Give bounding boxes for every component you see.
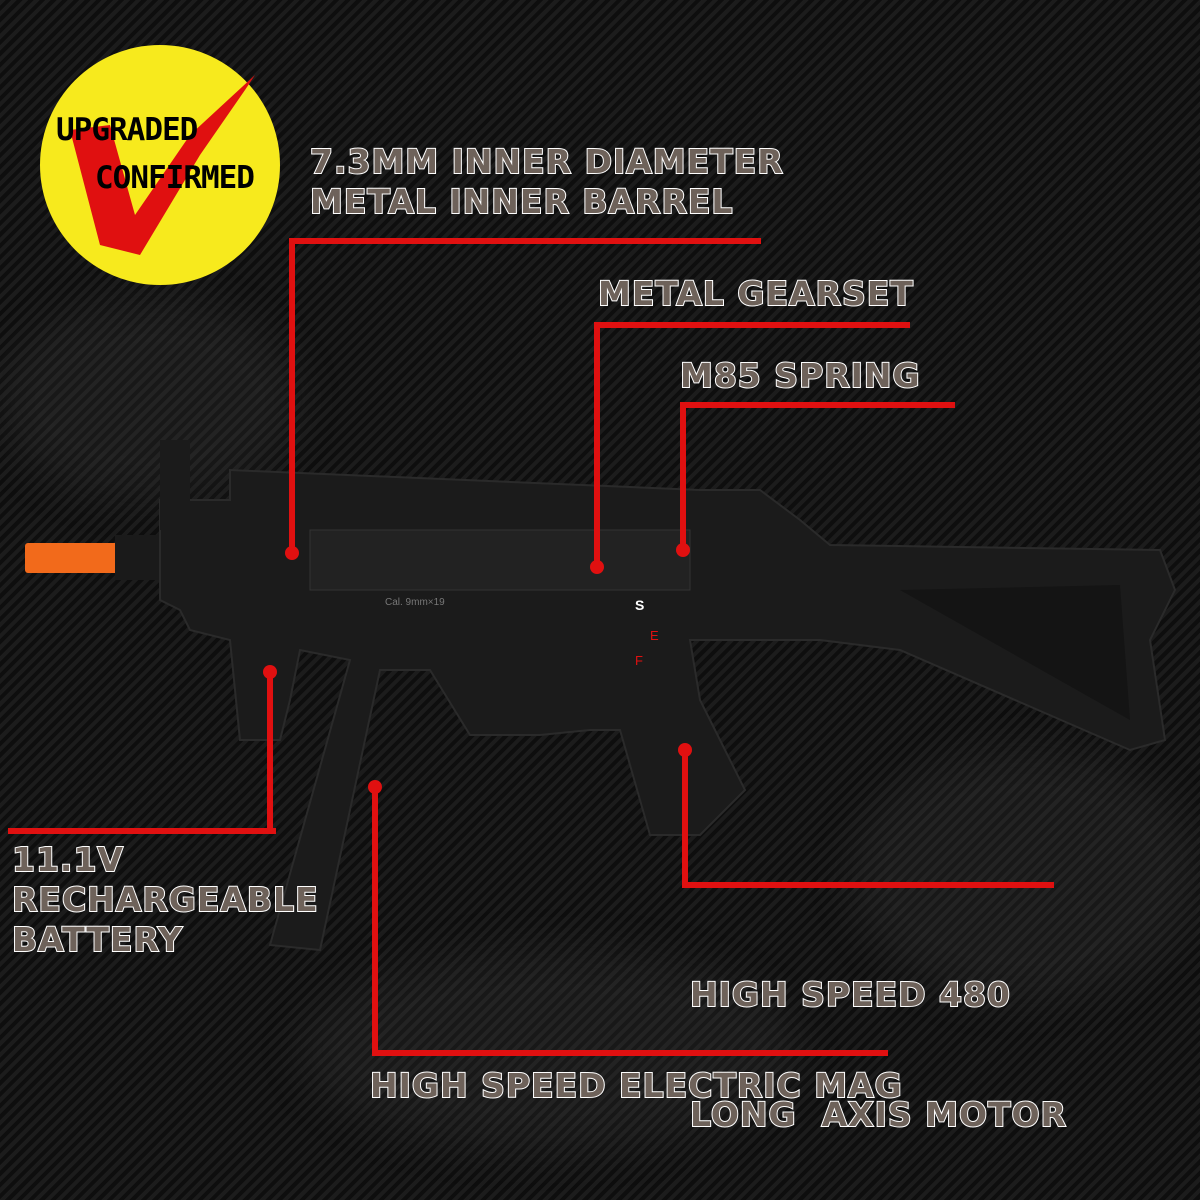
camo-pattern — [0, 300, 300, 500]
gearset-callout-label: METAL GEARSET — [597, 273, 914, 314]
battery-callout-line — [8, 828, 276, 834]
gearset-callout-line — [594, 322, 600, 567]
checkmark-icon — [70, 75, 255, 255]
battery-label-line-2: RECHARGEABLE — [11, 879, 319, 920]
barrel-callout-dot — [285, 546, 299, 560]
safety-marking-s: S — [635, 597, 644, 613]
battery-callout-label: 11.1V RECHARGEABLE BATTERY — [11, 839, 319, 960]
spring-callout-label: M85 SPRING — [679, 355, 921, 396]
mag-callout-dot — [368, 780, 382, 794]
motor-callout-line — [682, 750, 688, 888]
camo-pattern — [850, 750, 1200, 1000]
spring-callout-line — [680, 402, 955, 408]
battery-callout-line — [267, 672, 273, 834]
spring-callout-line — [680, 402, 686, 550]
barrel-callout-label: 7.3MM INNER DIAMETER METAL INNER BARREL — [309, 141, 784, 222]
orange-muzzle-tip — [25, 543, 125, 573]
barrel-callout-line — [289, 238, 761, 244]
barrel-callout-line — [289, 238, 295, 553]
battery-label-line-3: BATTERY — [11, 919, 183, 960]
barrel-label-line-1: 7.3MM INNER DIAMETER — [309, 141, 784, 182]
gearset-callout-line — [594, 322, 910, 328]
spring-callout-dot — [676, 543, 690, 557]
mag-callout-label: HIGH SPEED ELECTRIC MAG — [369, 1065, 903, 1106]
barrel-label-line-2: METAL INNER BARREL — [309, 181, 734, 222]
upgraded-confirmed-badge: UPGRADED CONFIRMED — [40, 45, 280, 285]
badge-line-2: CONFIRMED — [95, 160, 255, 196]
motor-callout-dot — [678, 743, 692, 757]
battery-label-line-1: 11.1V — [11, 839, 124, 880]
battery-callout-dot — [263, 665, 277, 679]
motor-callout-line — [682, 882, 1054, 888]
motor-callout-label: HIGH SPEED 480 LONG AXIS MOTOR — [689, 895, 1067, 1175]
motor-label-line-2: LONG AXIS MOTOR — [689, 1094, 1067, 1135]
motor-label-line-1: HIGH SPEED 480 — [689, 974, 1011, 1015]
badge-line-1: UPGRADED — [56, 112, 198, 148]
safety-marking-e: E — [650, 628, 659, 643]
mag-callout-line — [372, 1050, 888, 1056]
mag-callout-line — [372, 787, 378, 1056]
gearset-callout-dot — [590, 560, 604, 574]
safety-marking-f: F — [635, 653, 643, 668]
caliber-marking: Cal. 9mm×19 — [385, 597, 445, 608]
